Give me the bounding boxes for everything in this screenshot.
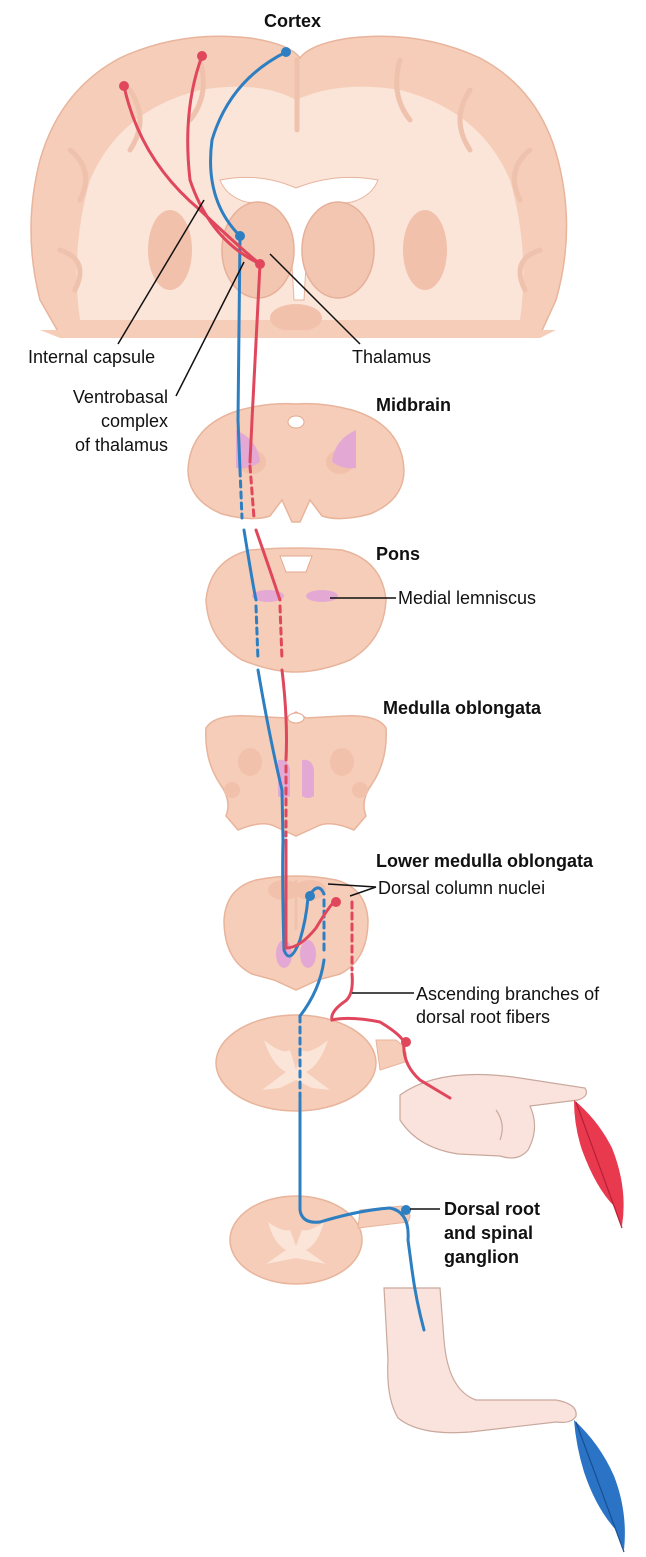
lower-medulla-lemniscus-right [300, 940, 316, 968]
dorsal-root-label-line2: and spinal [444, 1223, 534, 1243]
medulla-label: Medulla oblongata [383, 698, 542, 718]
pons-label: Pons [376, 544, 421, 564]
cortex-section [30, 35, 568, 338]
ventrobasal-label-line2: complex [100, 411, 168, 431]
ascending-branches-label-line1: Ascending branches of [416, 984, 600, 1004]
foot [383, 1287, 577, 1434]
midbrain-label: Midbrain [376, 395, 451, 415]
thalamus-label: Thalamus [352, 347, 432, 367]
lateral-ventricles [219, 176, 379, 301]
pons-section [205, 547, 387, 673]
pons-lemniscus-right [306, 590, 338, 602]
thalamus-red-synapse [255, 259, 265, 269]
lower-medulla-label: Lower medulla oblongata [376, 851, 594, 871]
pons-lemniscus-left [252, 590, 284, 602]
ventrobasal-label-line3: of thalamus [74, 435, 168, 455]
midbrain-lemniscus-right [332, 430, 356, 469]
medulla-section [205, 711, 387, 837]
upper-spinal-cord [215, 1014, 407, 1112]
ventrobasal-label-line1: Ventrobasal [72, 387, 168, 407]
red-feather-icon [574, 1100, 624, 1229]
ganglion-blue-cell [401, 1205, 411, 1215]
medial-lemniscus-label: Medial lemniscus [398, 588, 537, 608]
thalamus-blue-synapse [235, 231, 245, 241]
blue-pathway [209, 50, 426, 1332]
internal-capsule-label: Internal capsule [28, 347, 156, 367]
midbrain-section [187, 402, 405, 523]
lower-medulla-section [223, 875, 369, 991]
midbrain-lemniscus-left [236, 430, 260, 469]
dorsal-root-label-line3: ganglion [444, 1247, 519, 1267]
cortex-blue-terminal [281, 47, 291, 57]
blue-feather-icon [574, 1420, 625, 1553]
red-pathway [122, 54, 452, 1100]
hand [399, 1073, 588, 1159]
cortex-red-terminal-2 [197, 51, 207, 61]
dorsal-root-label-line1: Dorsal root [444, 1199, 541, 1219]
ganglion-red-cell [401, 1037, 411, 1047]
cortex-red-terminal-1 [119, 81, 129, 91]
nucleus-red-synapse [331, 897, 341, 907]
nucleus-blue-synapse [305, 891, 315, 901]
cortex-label: Cortex [264, 11, 322, 31]
dorsal-column-nuclei-label: Dorsal column nuclei [378, 878, 546, 898]
leader-lines [117, 199, 440, 1210]
ascending-branches-label-line2: dorsal root fibers [416, 1007, 551, 1027]
medulla-lemniscus-right [302, 759, 314, 798]
